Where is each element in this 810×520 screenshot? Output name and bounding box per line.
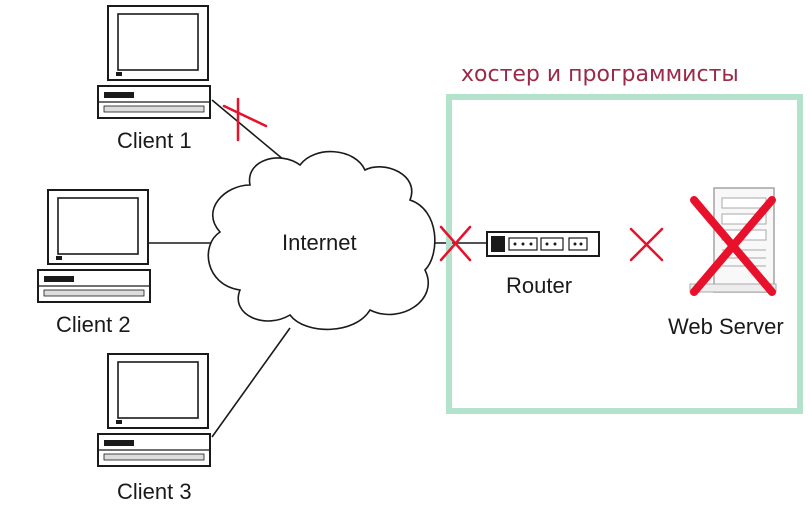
router-label: Router (506, 273, 572, 298)
client-3-label: Client 3 (117, 479, 192, 504)
client-2-label: Client 2 (56, 312, 131, 337)
client-3-computer-icon (97, 353, 211, 467)
cross-client1-icon (222, 97, 268, 142)
router-icon (486, 231, 600, 257)
web-server-label: Web Server (668, 314, 784, 339)
cross-router-server-icon (629, 227, 664, 262)
connection-lines (140, 99, 487, 438)
internet-cloud-icon (207, 150, 436, 331)
client-1-label: Client 1 (117, 128, 192, 153)
cross-internet-router-icon (439, 225, 472, 262)
hosting-zone-label: хостер и программисты (461, 62, 739, 87)
line-client1-internet (211, 99, 291, 166)
client-2-computer-icon (37, 189, 151, 303)
failure-marks (222, 97, 776, 296)
client-1-computer-icon (97, 5, 211, 119)
cross-web-server-icon (690, 196, 776, 296)
hosting-zone-box (446, 94, 803, 414)
internet-label: Internet (282, 230, 357, 255)
line-client3-internet (211, 327, 291, 438)
